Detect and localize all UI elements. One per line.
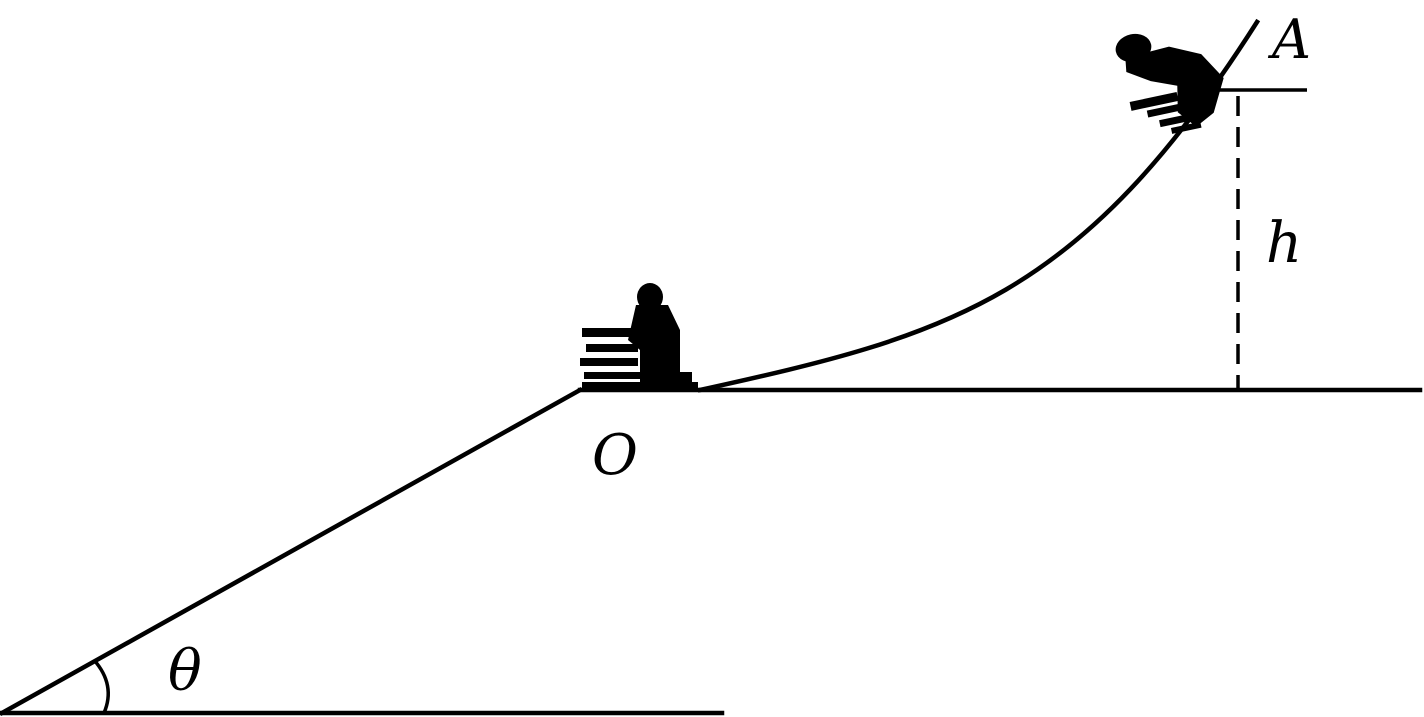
label-height-h: h [1266,211,1302,276]
angle-arc [92,658,110,714]
label-angle-theta: θ [168,639,202,704]
label-point-o: O [592,423,638,488]
label-point-a: A [1267,8,1311,71]
skier-at-top [1115,33,1224,134]
incline-slope [0,386,584,717]
skier-at-origin [580,283,698,390]
